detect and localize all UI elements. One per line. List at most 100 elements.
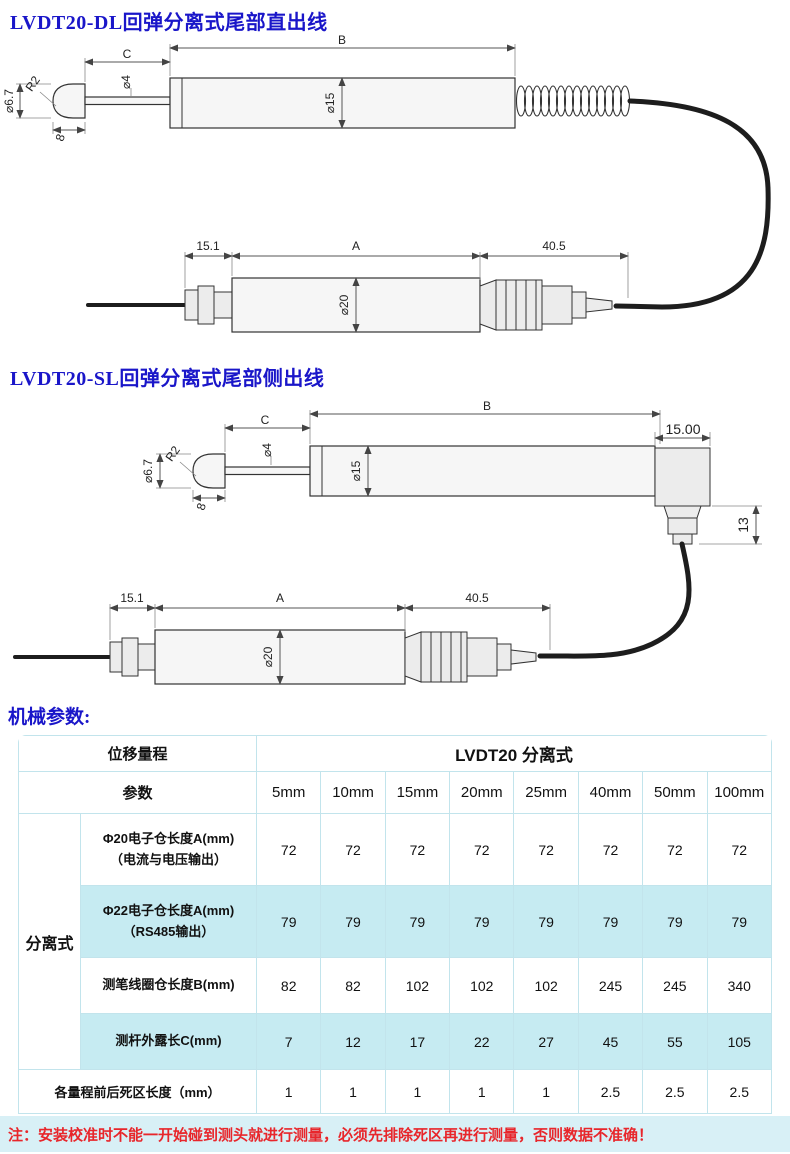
probe-rod: [224, 466, 311, 476]
value-cell: 1: [384, 1069, 451, 1114]
param-line1: 测笔线圈仓长度B(mm): [102, 977, 235, 993]
value-cell: 102: [513, 957, 579, 1014]
value-cell: 82: [320, 957, 386, 1014]
value-cell: 72: [577, 813, 644, 886]
range-header: 20mm: [449, 771, 515, 814]
range-header: 100mm: [706, 771, 772, 814]
value-cell: 245: [642, 957, 708, 1014]
value-cell: 2.5: [706, 1069, 772, 1114]
dim-d4-label: ⌀4: [260, 443, 274, 457]
param-label: Φ20电子仓长度A(mm) （电流与电压输出）: [79, 813, 258, 886]
dim-a-label: A: [352, 239, 360, 253]
value-cell: 1: [449, 1069, 515, 1114]
range-header: 50mm: [642, 771, 708, 814]
value-cell: 1: [513, 1069, 579, 1114]
value-cell: 1: [320, 1069, 386, 1114]
dim-c-label: C: [123, 47, 132, 61]
value-cell: 79: [256, 885, 322, 958]
value-cell: 72: [256, 813, 322, 886]
value-cell: 55: [642, 1013, 708, 1070]
drawing-dl: B C ⌀6.7 R2 ⌀4 8 ⌀15: [2, 33, 771, 333]
dim-8-label: 8: [53, 132, 69, 143]
param-line2: （RS485输出）: [122, 923, 215, 939]
value-cell: 72: [320, 813, 386, 886]
side-exit-block: [654, 447, 711, 507]
dim-d67-label: ⌀6.7: [141, 459, 155, 483]
dim-8-label: 8: [194, 501, 210, 512]
value-cell: 12: [320, 1013, 386, 1070]
range-header: 15mm: [384, 771, 451, 814]
range-header: 5mm: [256, 771, 322, 814]
dimension-lines: [16, 44, 516, 134]
probe-tip: [52, 83, 86, 119]
range-header: 10mm: [320, 771, 386, 814]
header-displacement-range: 位移量程: [18, 735, 258, 772]
dim-a-label: A: [276, 591, 284, 605]
param-label: Φ22电子仓长度A(mm) （RS485输出）: [79, 885, 258, 958]
value-cell: 79: [513, 885, 579, 958]
value-cell: 2.5: [642, 1069, 708, 1114]
dim-d20-label: ⌀20: [337, 294, 351, 315]
value-cell: 102: [449, 957, 515, 1014]
drawing-sl: B C 15.00 ⌀6.7 R2 ⌀4 8 ⌀15 13: [13, 399, 762, 685]
value-cell: 22: [449, 1013, 515, 1070]
dim-405-label: 40.5: [542, 239, 566, 253]
param-line2: （电流与电压输出）: [110, 851, 228, 867]
param-label: 测笔线圈仓长度B(mm): [79, 957, 258, 1014]
title-lvdt20-sl: LVDT20-SL回弹分离式尾部侧出线: [10, 368, 325, 390]
value-cell: 45: [577, 1013, 644, 1070]
cable: [613, 98, 771, 310]
dim-d15-label: ⌀15: [349, 460, 363, 481]
dim-d67-label: ⌀6.7: [2, 89, 16, 113]
value-cell: 79: [706, 885, 772, 958]
param-line1: 测杆外露长C(mm): [115, 1033, 222, 1049]
dim-405-label: 40.5: [465, 591, 489, 605]
value-cell: 245: [577, 957, 644, 1014]
section-mechanical-params: 机械参数:: [8, 707, 91, 728]
title-lvdt20-dl: LVDT20-DL回弹分离式尾部直出线: [10, 12, 328, 34]
dim-d4-label: ⌀4: [119, 75, 133, 89]
value-cell: 340: [706, 957, 772, 1014]
header-lvdt20-series: LVDT20 分离式: [256, 735, 772, 772]
dimension-lines: [156, 410, 762, 545]
value-cell: 72: [513, 813, 579, 886]
value-cell: 17: [384, 1013, 451, 1070]
value-cell: 79: [449, 885, 515, 958]
value-cell: 7: [256, 1013, 322, 1070]
dim-b-label: B: [338, 33, 346, 47]
value-cell: 1: [256, 1069, 322, 1114]
footnote: 注：安装校准时不能一开始碰到测头就进行测量，必须先排除死区再进行测量，否则数据不…: [0, 1116, 790, 1152]
spec-table: 位移量程 LVDT20 分离式 参数 5mm 10mm 15mm 20mm 25…: [18, 735, 772, 1114]
value-cell: 102: [384, 957, 451, 1014]
value-cell: 72: [449, 813, 515, 886]
dim-1500-label: 15.00: [665, 421, 700, 437]
value-cell: 79: [642, 885, 708, 958]
value-cell: 79: [384, 885, 451, 958]
dim-151-label: 15.1: [120, 591, 144, 605]
dimension-lines-lower: [184, 252, 629, 333]
value-cell: 72: [642, 813, 708, 886]
dim-b-label: B: [483, 399, 491, 413]
dim-d15-label: ⌀15: [323, 92, 337, 113]
electronics-housing: [13, 629, 537, 685]
dim-r2-label: R2: [163, 443, 183, 464]
header-param: 参数: [18, 771, 258, 814]
value-cell: 72: [384, 813, 451, 886]
probe-tip: [192, 453, 226, 489]
group-label-separated: 分离式: [18, 813, 81, 1070]
value-cell: 27: [513, 1013, 579, 1070]
param-line1: Φ22电子仓长度A(mm): [102, 902, 235, 918]
spec-table-wrap: 位移量程 LVDT20 分离式 参数 5mm 10mm 15mm 20mm 25…: [18, 735, 772, 1114]
dim-13-label: 13: [735, 517, 751, 533]
dimension-lines-lower: [109, 604, 551, 685]
dim-c-label: C: [261, 413, 270, 427]
probe-rod: [84, 96, 171, 106]
range-header: 25mm: [513, 771, 579, 814]
value-cell: 105: [706, 1013, 772, 1070]
value-cell: 2.5: [577, 1069, 644, 1114]
value-cell: 82: [256, 957, 322, 1014]
connector: [420, 631, 468, 683]
dim-151-label: 15.1: [196, 239, 220, 253]
param-label: 测杆外露长C(mm): [79, 1013, 258, 1070]
value-cell: 72: [706, 813, 772, 886]
